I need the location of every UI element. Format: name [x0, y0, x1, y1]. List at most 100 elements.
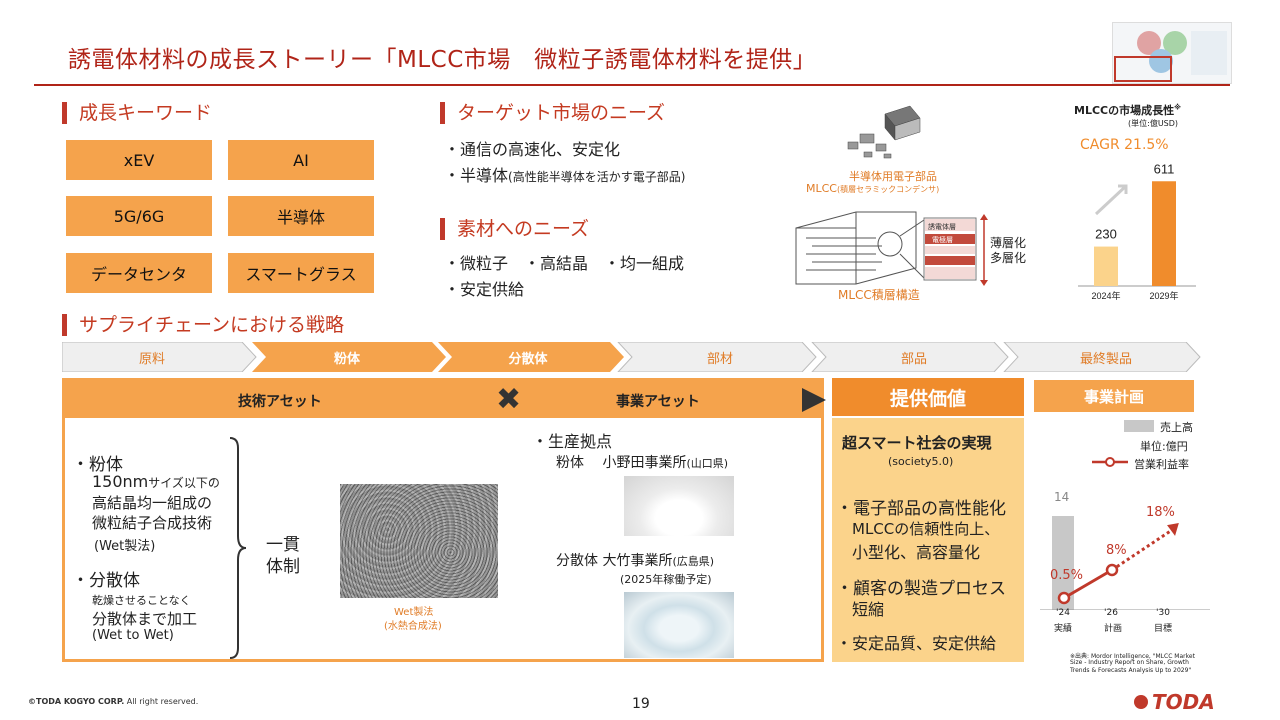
wet-method-label-2: (水熱合成法): [384, 621, 442, 632]
value-bullet-3: ・安定品質、安定供給: [836, 634, 997, 653]
asset-panel-header: [62, 378, 824, 418]
plan-bar-value: 14: [1054, 490, 1070, 504]
material-bullet-2: ・安定供給: [444, 280, 525, 299]
powder-photo: [624, 476, 734, 536]
legend-line-swatch: [1092, 457, 1128, 467]
market-cat-2029: 2029年: [1149, 290, 1178, 301]
target-needs-heading: ターゲット市場のニーズ: [440, 102, 665, 124]
market-cagr: CAGR 21.5%: [1080, 137, 1169, 153]
growth-keywords-heading: 成長キーワード: [62, 102, 212, 124]
step-component: 部品: [900, 351, 927, 367]
dispersion-heading: ・分散体: [72, 571, 140, 591]
step-dispersion: 分散体: [508, 351, 548, 367]
keyword-semiconductor: 半導体: [228, 196, 374, 236]
value-sub-2: (society5.0): [888, 455, 954, 468]
keyword-smartglass: スマートグラス: [228, 253, 374, 293]
mlcc-structure-diagram: [792, 208, 982, 288]
keyword-ai: AI: [228, 140, 374, 180]
market-cat-2024: 2024年: [1091, 290, 1120, 301]
plan-heading: 事業計画: [1034, 380, 1194, 412]
step-shape-2: [252, 342, 446, 372]
keyword-datacenter: データセンタ: [66, 253, 212, 293]
legend-bar-label: 売上高: [1160, 421, 1193, 434]
production-base-heading: ・生産拠点: [532, 432, 613, 451]
brace-icon: [229, 437, 247, 659]
plan-x-24b: 実績: [1054, 624, 1073, 634]
plan-point-label-30: 18%: [1146, 505, 1175, 520]
multi-layer-label: 多層化: [990, 251, 1027, 265]
material-bullet-1: ・微粒子 ・高結晶 ・均一組成: [444, 254, 685, 273]
dispersion-line-3: (Wet to Wet): [92, 628, 174, 643]
thin-layer-label: 薄層化: [990, 236, 1027, 250]
supply-chain-flow: [62, 342, 1201, 372]
step-shape-6: [1003, 342, 1201, 372]
thickness-arrow: [980, 214, 988, 286]
powder-heading: ・粉体: [72, 455, 123, 475]
market-chart-title: MLCCの市場成長性※: [1074, 103, 1181, 117]
integrated-label-1: 一貫: [266, 535, 300, 555]
electrode-layer-label: 電極層: [932, 236, 953, 244]
copyright: ©TODA KOGYO CORP. All right reserved.: [28, 697, 199, 706]
step-shape-1: [62, 342, 257, 372]
market-bar-2029: [1152, 181, 1176, 286]
plan-revenue-bar-24: [1052, 516, 1074, 610]
cross-icon: ✖: [496, 382, 522, 417]
powder-line-2: 高結晶均一組成の: [92, 494, 213, 512]
legend-line-label: 営業利益率: [1134, 458, 1189, 471]
step-powder: 粉体: [333, 351, 360, 367]
keyword-5g6g: 5G/6G: [66, 196, 212, 236]
step-shape-3: [438, 342, 624, 372]
value-bullet-1b: 小型化、高容量化: [852, 543, 981, 562]
slide-thumbnail: [1112, 22, 1232, 84]
plan-margin-line-1: [1063, 568, 1113, 600]
value-box: [832, 418, 1024, 662]
market-chart: 230 611 2024年 2029年: [1078, 161, 1196, 301]
step-shape-4: [617, 342, 817, 372]
toda-logo-mark: [1134, 695, 1148, 709]
toda-logo: TODA: [1152, 690, 1215, 714]
biz-asset-label: 事業アセット: [616, 394, 700, 410]
market-value-2024: 230: [1095, 227, 1117, 242]
value-bullet-2: ・顧客の製造プロセス: [836, 579, 1006, 599]
plan-point-label-26: 8%: [1106, 543, 1127, 558]
dielectric-layer-label: 誘電体層: [928, 223, 956, 231]
plan-x-30b: 目標: [1154, 624, 1173, 634]
growth-arrow: [1094, 184, 1128, 216]
material-needs-heading: 素材へのニーズ: [440, 218, 589, 240]
dispersion-line-1: 乾燥させることなく: [92, 594, 191, 607]
sem-texture: [340, 484, 498, 598]
powder-line-4: (Wet製法): [94, 539, 156, 554]
dispersion-photo: [624, 592, 734, 658]
page-title: 誘電体材料の成長ストーリー「MLCC市場 微粒子誘電体材料を提供」: [68, 47, 817, 73]
step-raw-material: 原料: [138, 351, 165, 367]
production-base-1: 粉体 小野田事業所(山口県): [556, 455, 729, 471]
target-bullet-1: ・通信の高速化、安定化: [444, 140, 621, 159]
dispersion-line-2: 分散体まで加工: [92, 610, 198, 628]
market-chart-unit: (単位:億USD): [1128, 119, 1179, 128]
step-final-product: 最終製品: [1079, 351, 1132, 367]
production-base-2: 分散体 大竹事業所(広島県): [556, 553, 715, 569]
integrated-label-2: 体制: [266, 557, 300, 577]
keyword-xev: xEV: [66, 140, 212, 180]
source-line-1: ※出典: Mordor Intelligence, "MLCC Market: [1070, 653, 1195, 660]
plan-x-26a: '26: [1104, 608, 1118, 618]
value-bullet-2a: 短縮: [852, 600, 885, 619]
title-divider: [34, 84, 1230, 86]
mlcc-caption-2: MLCC(積層セラミックコンデンサ): [806, 182, 940, 195]
tech-asset-label: 技術アセット: [238, 394, 322, 410]
market-bar-2024: [1094, 246, 1118, 286]
wet-method-label-1: Wet製法: [394, 607, 434, 618]
mlcc-caption-1: 半導体用電子部品: [849, 170, 937, 183]
arrow-right-icon: [802, 388, 826, 412]
mlcc-chips-image: [840, 104, 950, 164]
value-heading: 提供価値: [832, 378, 1024, 416]
source-line-3: Trends & Forecasts Analysis Up to 2029": [1070, 667, 1192, 674]
value-sub-1: 超スマート社会の実現: [842, 434, 992, 452]
market-value-2029: 611: [1154, 161, 1175, 176]
powder-line-1: 150nmサイズ以下の: [92, 472, 220, 491]
step-member: 部材: [706, 351, 733, 367]
source-line-2: Size - Industry Report on Share, Growth: [1070, 659, 1189, 666]
production-base-2-note: (2025年稼働予定): [620, 573, 712, 586]
plan-point-26: [1105, 563, 1119, 577]
supply-chain-heading: サプライチェーンにおける戦略: [62, 314, 344, 336]
